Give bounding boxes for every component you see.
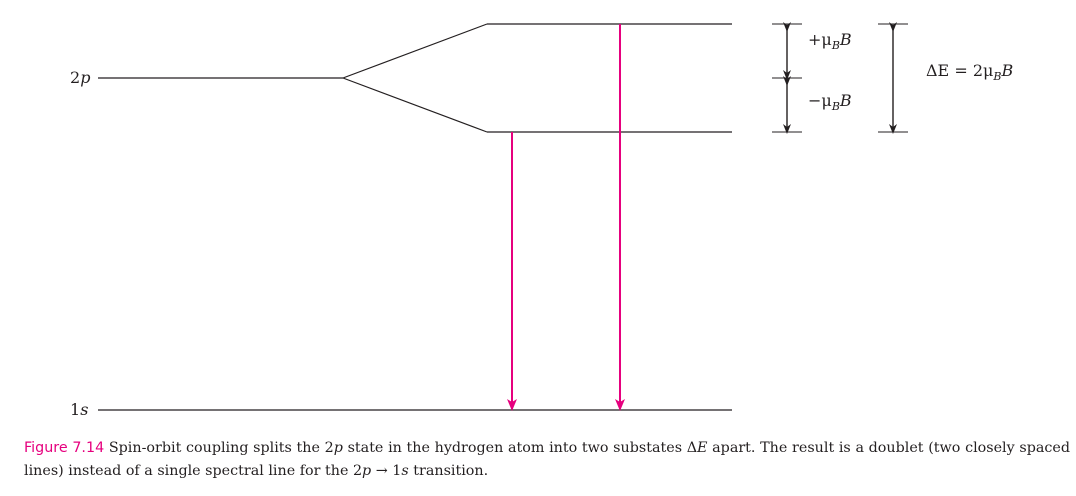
caption-var-s: s [401, 463, 409, 479]
caption-text-5: transition. [408, 463, 489, 479]
caption-var-e: E [697, 440, 708, 456]
caption-text-1: Spin-orbit coupling splits the 2 [108, 440, 334, 456]
split-lower-diagonal [342, 77, 488, 133]
lower-shift-label: −μBB [808, 91, 852, 113]
level-2p-label: 2p [70, 68, 90, 87]
upper-shift-label: +μBB [808, 30, 852, 52]
caption-text-2: state in the hydrogen atom into two subs… [342, 440, 698, 456]
figure-number: Figure 7.14 [24, 440, 105, 456]
figure-caption: Figure 7.14 Spin-orbit coupling splits t… [24, 437, 1070, 483]
split-upper-diagonal [342, 23, 488, 79]
caption-text-3: apart. The result is a doublet (two clos… [24, 440, 1071, 479]
total-split-label: ΔE = 2μBB [926, 61, 1014, 83]
caption-text-4: → 1 [371, 463, 402, 479]
caption-var-p2: p [362, 463, 372, 479]
level-1s-label: 1s [70, 400, 88, 419]
caption-var-p: p [333, 440, 343, 456]
energy-level-diagram: 2p 1s +μBB −μBB ΔE = 2μBB [70, 22, 1014, 419]
